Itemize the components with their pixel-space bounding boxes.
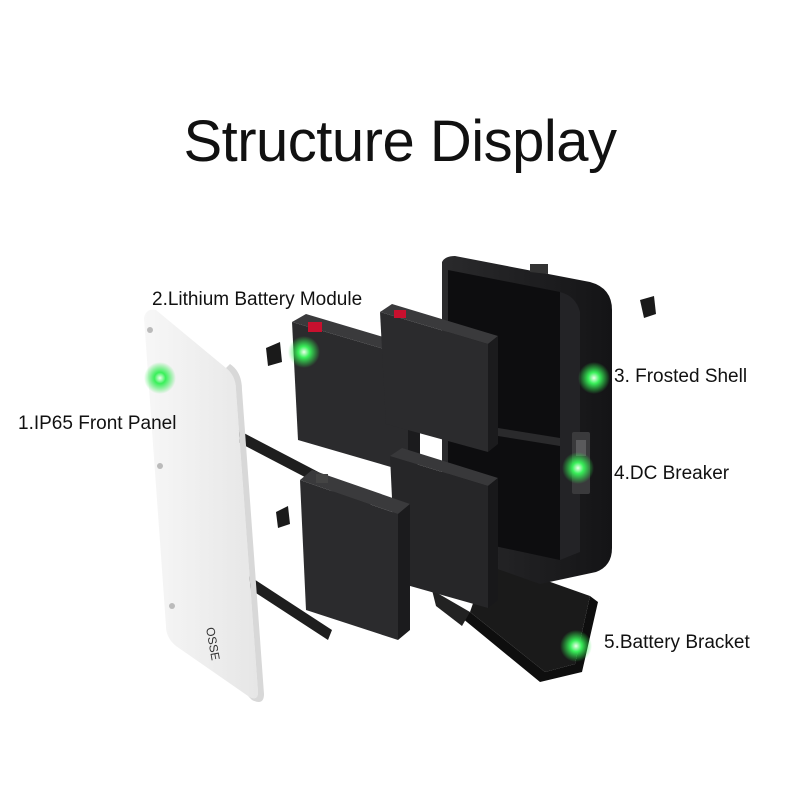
- battery-module-top-right: [380, 304, 498, 452]
- marker-front-panel: [144, 362, 176, 394]
- battery-module-bottom-left: [300, 470, 410, 640]
- label-dc-breaker: 4.DC Breaker: [614, 463, 730, 484]
- label-battery-module: 2.Lithium Battery Module: [152, 289, 363, 310]
- marker-battery-bracket: [560, 630, 592, 662]
- marker-frosted-shell: [578, 362, 610, 394]
- label-battery-bracket: 5.Battery Bracket: [604, 632, 750, 653]
- marker-dc-breaker: [562, 452, 594, 484]
- mount-bracket-icon: [276, 506, 290, 528]
- page-title: Structure Display: [183, 109, 617, 174]
- marker-battery-module: [288, 336, 320, 368]
- battery-module-bottom-right: [390, 448, 498, 608]
- battery-bracket: [432, 560, 598, 682]
- panel-logo: OSSE: [203, 626, 223, 661]
- mount-bracket-icon: [266, 342, 282, 366]
- ip65-front-panel: [144, 309, 264, 702]
- mount-bracket-icon: [640, 296, 656, 318]
- label-front-panel: 1.IP65 Front Panel: [18, 413, 177, 434]
- label-frosted-shell: 3. Frosted Shell: [614, 366, 748, 387]
